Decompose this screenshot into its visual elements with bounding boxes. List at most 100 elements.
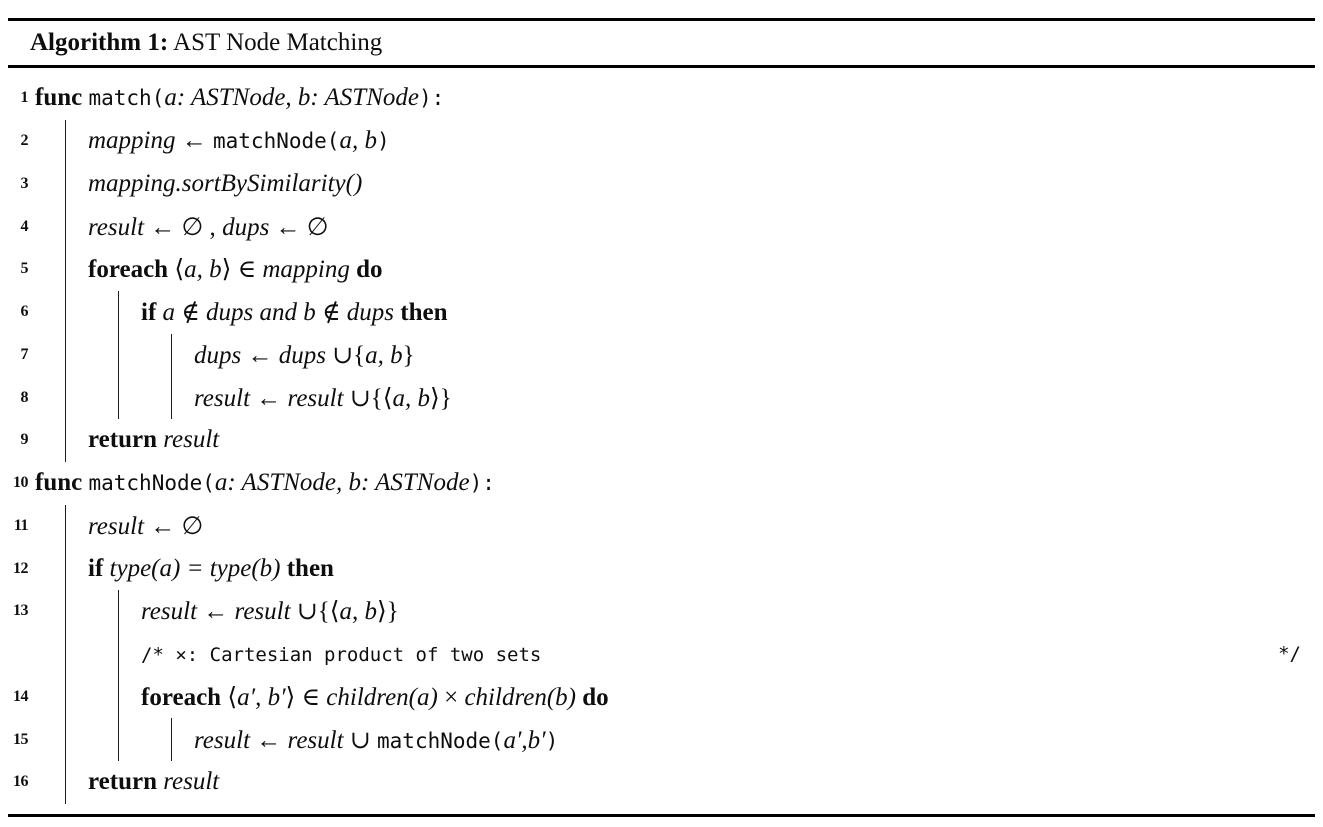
segment-var: a, b — [365, 341, 403, 369]
segment-var: mapping — [262, 256, 350, 284]
segment-var: a, b — [392, 384, 431, 412]
line-content: foreach ⟨a′, b′⟩ ∈ children(a) × childre… — [141, 682, 609, 712]
segment-var: a′,b′ — [503, 726, 546, 754]
indent-guide — [118, 590, 141, 633]
indent-guide — [65, 376, 88, 419]
segment-var: dups — [346, 299, 395, 327]
line-content: if type(a) = type(b) then — [88, 555, 334, 583]
segment-fn: match( — [88, 86, 165, 111]
indent-guide — [171, 376, 194, 419]
line-number: 1 — [20, 89, 29, 107]
indent-guide — [65, 333, 88, 377]
segment-sym: ← ∅ , — [150, 213, 223, 241]
comment-line: /* ×: Cartesian product of two sets*/ — [8, 632, 1315, 676]
indent-guide — [65, 590, 88, 633]
line-content: return result — [88, 426, 219, 454]
segment-var: mapping — [88, 127, 182, 155]
segment-var: result — [234, 598, 297, 626]
line-content: func matchNode(a: ASTNode, b: ASTNode): — [35, 469, 495, 497]
line-content: result ← ∅ , dups ← ∅ — [88, 212, 329, 242]
segment-var: dups and b — [206, 299, 323, 327]
segment-var: children(b) — [464, 683, 576, 711]
segment-kw: func — [35, 84, 89, 112]
code-line-6: 6 if a ∉ dups and b ∉ dups then — [8, 290, 1315, 334]
segment-sym: ∉ — [181, 299, 207, 327]
line-content: mapping.sortBySimilarity() — [88, 170, 362, 198]
line-content: if a ∉ dups and b ∉ dups then — [141, 297, 448, 327]
segment-var: result — [287, 726, 350, 754]
line-content: dups ← dups ∪{a, b} — [194, 340, 415, 370]
segment-kw: then — [394, 299, 448, 327]
segment-kw: return — [88, 768, 164, 796]
segment-fn: matchNode( — [88, 471, 215, 496]
segment-var: result — [88, 512, 151, 540]
segment-sym: ∪{⟨ — [349, 384, 393, 412]
caption-rule — [8, 65, 1315, 68]
bottom-rule — [8, 813, 1315, 817]
segment-fn: ): — [469, 471, 495, 496]
segment-kw: func — [35, 469, 89, 497]
segment-sym: ⟩} — [430, 384, 452, 412]
segment-var: result — [141, 598, 204, 626]
indent-guide — [65, 419, 88, 462]
segment-sym: ∪ — [349, 726, 378, 754]
line-number: 11 — [13, 516, 29, 534]
top-rule — [8, 18, 1315, 21]
code-line-8: 8 result ← result ∪{⟨a, b⟩} — [8, 376, 1315, 419]
code-line-12: 12 if type(a) = type(b) then — [8, 547, 1315, 590]
indent-guide — [65, 248, 88, 291]
line-number: 5 — [20, 260, 29, 278]
line-content: result ← result ∪{⟨a, b⟩} — [141, 596, 399, 626]
segment-sym: × — [437, 683, 465, 711]
segment-var: a, b — [184, 256, 222, 284]
line-number: 7 — [20, 345, 29, 363]
segment-var: dups — [278, 341, 333, 369]
indent-guide — [118, 376, 141, 419]
segment-var: a, b — [339, 598, 378, 626]
line-number: 12 — [13, 559, 29, 577]
line-content: /* ×: Cartesian product of two sets — [141, 640, 1278, 668]
segment-kw: then — [280, 554, 334, 582]
line-number: 16 — [13, 773, 29, 791]
line-number: 8 — [20, 388, 29, 406]
segment-var: result — [287, 384, 350, 412]
segment-var: a′, b′ — [237, 683, 286, 711]
line-number: 14 — [13, 687, 29, 705]
segment-fn: matchNode( — [377, 728, 504, 753]
code-line-14: 14 foreach ⟨a′, b′⟩ ∈ children(a) × child… — [8, 675, 1315, 719]
segment-fn: ): — [418, 86, 445, 111]
segment-sym: ⟨ — [174, 256, 185, 284]
indent-guide — [171, 333, 194, 377]
segment-var: a, b — [339, 127, 377, 155]
indent-guide — [118, 632, 141, 676]
line-content: result ← result ∪{⟨a, b⟩} — [194, 383, 452, 413]
segment-var: result — [194, 384, 257, 412]
segment-sym: } — [402, 341, 415, 369]
segment-kw: if — [88, 554, 110, 582]
segment-sym: ← ∅ — [275, 213, 329, 241]
indent-guide — [65, 119, 88, 163]
segment-fn: matchNode( — [213, 129, 340, 154]
indent-guide — [65, 632, 88, 676]
segment-var: children(a) — [326, 683, 438, 711]
line-number: 15 — [13, 730, 29, 748]
line-number: 2 — [20, 132, 29, 150]
line-number: 6 — [20, 303, 29, 321]
line-content: foreach ⟨a, b⟩ ∈ mapping do — [88, 254, 383, 284]
line-number: 10 — [13, 474, 29, 492]
indent-guide — [118, 675, 141, 719]
code-line-13: 13 result ← result ∪{⟨a, b⟩} — [8, 590, 1315, 633]
segment-var: result — [163, 426, 220, 454]
indent-guide — [65, 205, 88, 248]
line-number: 13 — [13, 602, 29, 620]
segment-var: mapping.sortBySimilarity() — [88, 169, 363, 197]
segment-kw: foreach — [88, 256, 175, 284]
segment-var: dups — [194, 341, 248, 369]
